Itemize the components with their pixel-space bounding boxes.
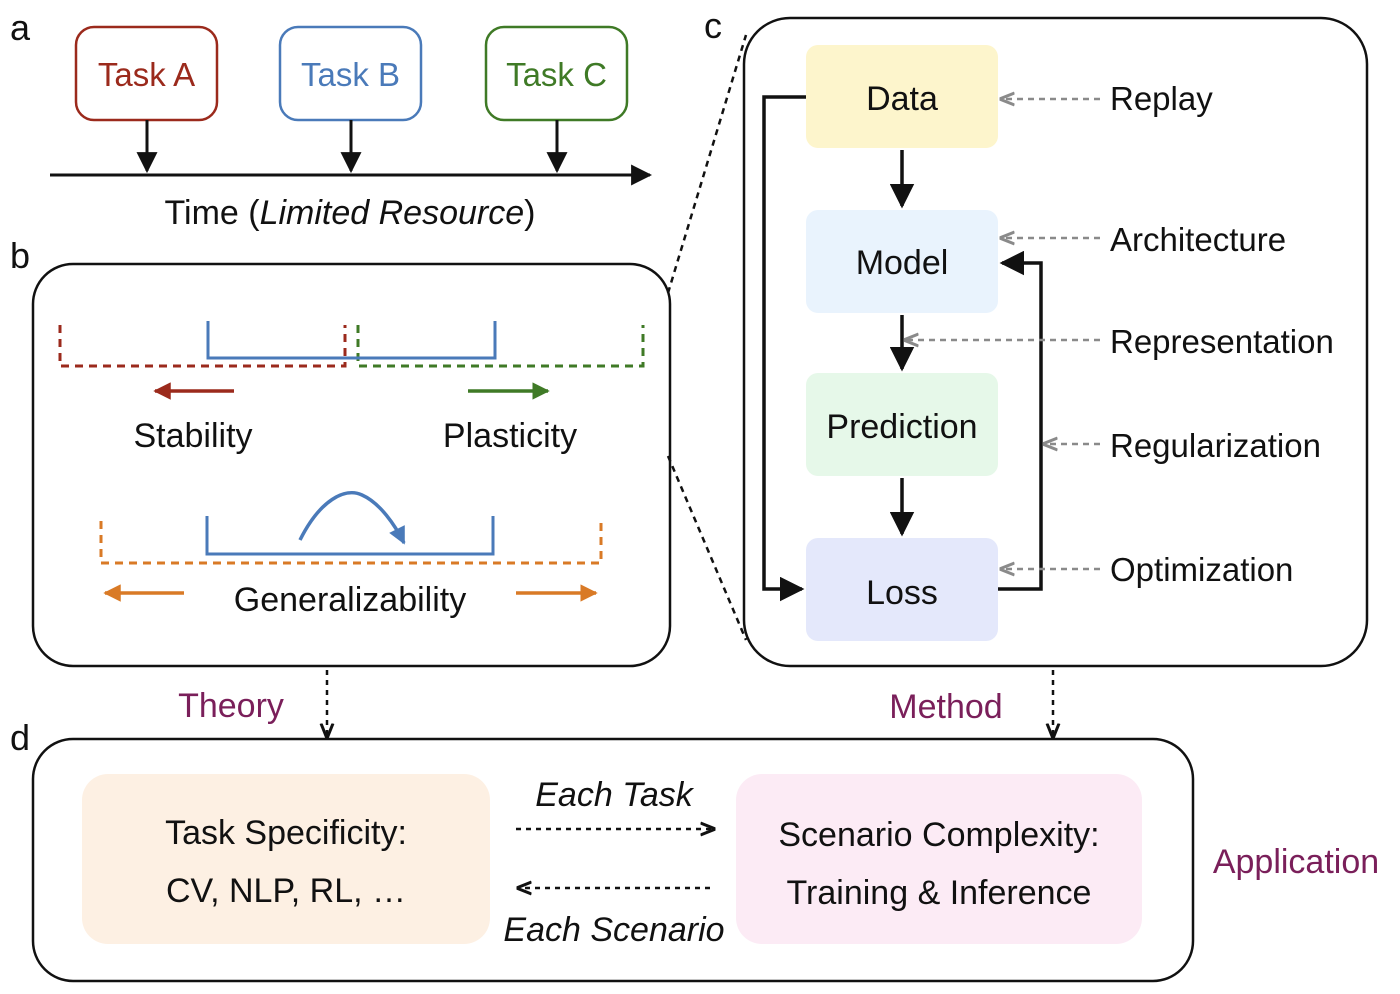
scenario-complexity-box: Scenario Complexity: Training & Inferenc… — [736, 774, 1142, 944]
current-task-bracket — [206, 321, 497, 360]
method-label: Method — [889, 688, 1002, 726]
scenario-complexity-title: Scenario Complexity: — [778, 816, 1099, 854]
loss-to-model-arrow — [998, 250, 1043, 591]
scenario-complexity-detail: Training & Inference — [787, 874, 1092, 912]
task-specificity-box: Task Specificity: CV, NLP, RL, … — [82, 774, 490, 944]
task-c-box: Task C — [484, 25, 629, 122]
panel-a-letter: a — [10, 7, 31, 48]
data-node: Data — [806, 45, 998, 148]
task-b-label: Task B — [301, 56, 400, 93]
application-label: Application — [1213, 843, 1379, 881]
method-representation: Representation — [1110, 323, 1334, 360]
task-specificity-examples: CV, NLP, RL, … — [166, 872, 406, 910]
zoom-line-top — [666, 34, 748, 294]
generalizability-bracket — [99, 521, 603, 565]
panel-b: b Stability Plasticity Generalizability — [10, 235, 672, 668]
stability-bracket — [58, 325, 347, 368]
panel-c: c Data Model Prediction Loss — [704, 5, 1369, 668]
task-specificity-title: Task Specificity: — [165, 814, 407, 852]
theory-label: Theory — [178, 687, 284, 725]
generalizability-label: Generalizability — [234, 581, 466, 619]
time-axis-label: Time (Limited Resource) — [165, 194, 536, 232]
prediction-node-label: Prediction — [826, 408, 977, 446]
panel-c-letter: c — [704, 5, 722, 46]
task-a-label: Task A — [98, 56, 195, 93]
each-task-label: Each Task — [535, 776, 694, 814]
plasticity-bracket — [356, 325, 645, 368]
panel-d: d Task Specificity: CV, NLP, RL, … Scena… — [10, 717, 1195, 983]
data-node-label: Data — [866, 80, 938, 118]
transfer-bracket — [205, 516, 495, 556]
task-c-label: Task C — [506, 56, 607, 93]
model-node-label: Model — [856, 244, 949, 282]
data-to-loss-arrow — [762, 95, 806, 602]
loss-node: Loss — [806, 538, 998, 641]
task-a-box: Task A — [74, 25, 219, 122]
zoom-line-bottom — [666, 455, 748, 641]
method-architecture: Architecture — [1110, 221, 1286, 258]
panel-a: a Task A Task B Task C Time (Limited Res… — [10, 7, 653, 232]
panel-c-frame — [742, 16, 1369, 668]
method-optimization: Optimization — [1110, 551, 1293, 588]
panel-b-letter: b — [10, 235, 30, 276]
model-node: Model — [806, 210, 998, 313]
prediction-node: Prediction — [806, 373, 998, 476]
loss-node-label: Loss — [866, 574, 938, 612]
task-b-box: Task B — [278, 25, 423, 122]
each-scenario-label: Each Scenario — [503, 911, 724, 949]
method-replay: Replay — [1110, 80, 1213, 117]
panel-d-letter: d — [10, 717, 30, 758]
stability-label: Stability — [133, 417, 252, 455]
method-regularization: Regularization — [1110, 427, 1321, 464]
transfer-curve-arrow — [298, 491, 406, 545]
plasticity-label: Plasticity — [443, 417, 577, 455]
